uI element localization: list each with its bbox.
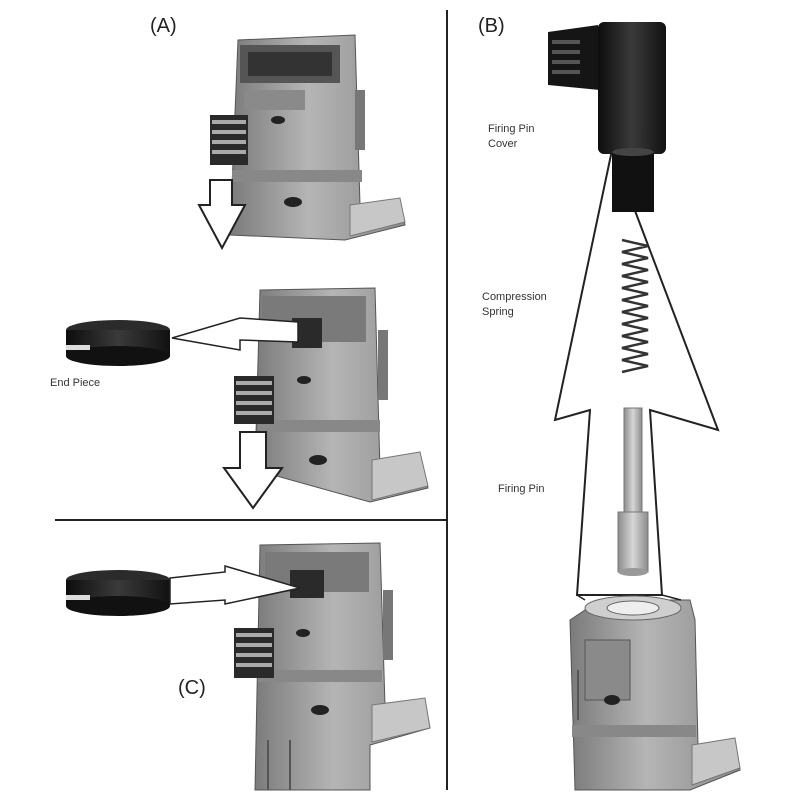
- spring-label-2: Spring: [482, 306, 514, 318]
- grip-ridges-icon: [552, 40, 580, 74]
- up-arrow-outline-icon: [553, 146, 720, 596]
- grip-ridges-icon: [234, 628, 274, 678]
- end-piece-label: End Piece: [50, 377, 100, 389]
- panel-label-c: (C): [178, 677, 206, 699]
- assembly-b: [569, 595, 741, 791]
- guide-line: [576, 594, 586, 601]
- firing-pin-cover-label-1: Firing Pin: [488, 123, 534, 135]
- guide-line: [661, 594, 682, 601]
- insert-arrow-icon: [169, 564, 301, 605]
- firing-pin-cover: [548, 22, 666, 212]
- spring-label-1: Compression: [482, 291, 547, 303]
- panel-label-a: (A): [150, 15, 177, 37]
- firing-pin-label: Firing Pin: [498, 483, 544, 495]
- firing-pin: [617, 407, 649, 576]
- assembly-a-top: [210, 34, 406, 241]
- end-piece-ring: [66, 570, 170, 616]
- down-arrow-icon: [222, 431, 284, 510]
- firing-pin-cover-label-2: Cover: [488, 138, 518, 150]
- grip-ridges-icon: [210, 115, 248, 165]
- compression-spring: [621, 238, 649, 374]
- panel-label-b: (B): [478, 15, 505, 37]
- assembly-c: [234, 542, 431, 791]
- grip-ridges-icon: [234, 376, 274, 424]
- end-piece-ring: [66, 320, 170, 366]
- down-arrow-icon: [197, 179, 247, 251]
- insert-arrow-icon: [171, 317, 299, 351]
